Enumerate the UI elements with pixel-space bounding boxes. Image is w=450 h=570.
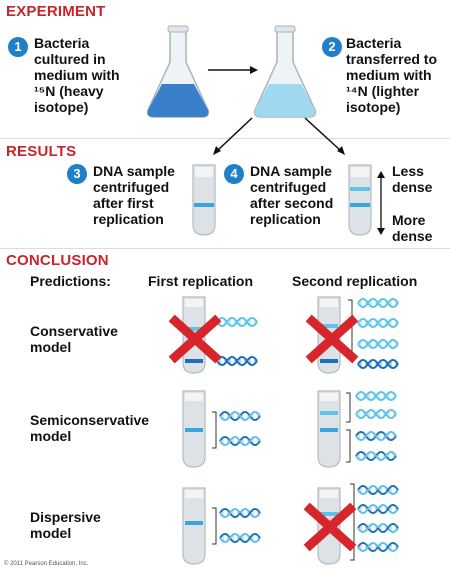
conservative-second-tube xyxy=(317,296,341,374)
dispersive-dna-icon xyxy=(357,542,399,552)
conservative-model-label: Conservative model xyxy=(30,323,118,355)
dna-band xyxy=(194,203,214,207)
step-1-badge: 1 xyxy=(8,37,28,57)
light-dna-icon xyxy=(216,317,258,327)
semiconservative-first-tube xyxy=(182,390,206,468)
heavy-medium-flask xyxy=(146,25,210,118)
first-replication-column: First replication xyxy=(148,273,254,289)
density-arrow xyxy=(377,171,385,235)
hybrid-dna-icon xyxy=(219,411,261,421)
dna-band-hybrid xyxy=(350,203,370,207)
second-replication-column: Second replication xyxy=(292,273,418,289)
less-dense-label: Less dense xyxy=(392,163,433,195)
light-dna-icon xyxy=(357,318,399,328)
dispersive-first-tube xyxy=(182,487,206,565)
copyright-notice: © 2011 Pearson Education, Inc. xyxy=(4,561,89,567)
dispersive-model-label: Dispersive model xyxy=(30,509,101,541)
step-1-text: Bacteria cultured in medium with ¹⁵N (he… xyxy=(34,35,120,115)
light-medium-flask xyxy=(253,25,317,118)
dna-band-light xyxy=(350,187,370,191)
light-dna-icon xyxy=(357,339,399,349)
dispersive-dna-icon xyxy=(219,508,261,518)
dispersive-dna-icon xyxy=(357,523,399,533)
hybrid-dna-icon xyxy=(219,436,261,446)
conservative-first-tube xyxy=(182,296,206,374)
heavy-dna-icon xyxy=(216,356,258,366)
hybrid-dna-icon xyxy=(355,451,397,461)
dispersive-dna-icon xyxy=(357,485,399,495)
flask-pair xyxy=(146,25,317,118)
results-header: RESULTS xyxy=(6,143,77,160)
conclusion-header: CONCLUSION xyxy=(6,252,109,269)
semiconservative-model-label: Semiconservative model xyxy=(30,412,150,444)
step-4-badge: 4 xyxy=(224,164,244,184)
step-3-text: DNA sample centrifuged after first repli… xyxy=(93,163,175,227)
dispersive-second-tube xyxy=(317,487,341,565)
experiment-header: EXPERIMENT xyxy=(6,3,106,20)
section-divider xyxy=(0,248,450,249)
hybrid-dna-icon xyxy=(355,431,397,441)
predictions-label: Predictions: xyxy=(30,273,111,289)
light-dna-icon xyxy=(357,298,399,308)
more-dense-label: More dense xyxy=(392,212,433,244)
split-arrows xyxy=(213,117,345,155)
section-divider xyxy=(0,138,450,139)
step-2-text: Bacteria transferred to medium with ¹⁴N … xyxy=(346,35,438,115)
tube-second-replication xyxy=(348,164,372,236)
step-4-text: DNA sample centrifuged after second repl… xyxy=(250,163,334,227)
semiconservative-second-tube xyxy=(317,390,341,468)
heavy-dna-icon xyxy=(357,359,399,369)
light-dna-icon xyxy=(355,391,397,401)
dispersive-dna-icon xyxy=(357,504,399,514)
step-3-badge: 3 xyxy=(67,164,87,184)
light-dna-icon xyxy=(355,409,397,419)
dispersive-dna-icon xyxy=(219,533,261,543)
step-2-badge: 2 xyxy=(322,37,342,57)
tube-first-replication xyxy=(192,164,216,236)
